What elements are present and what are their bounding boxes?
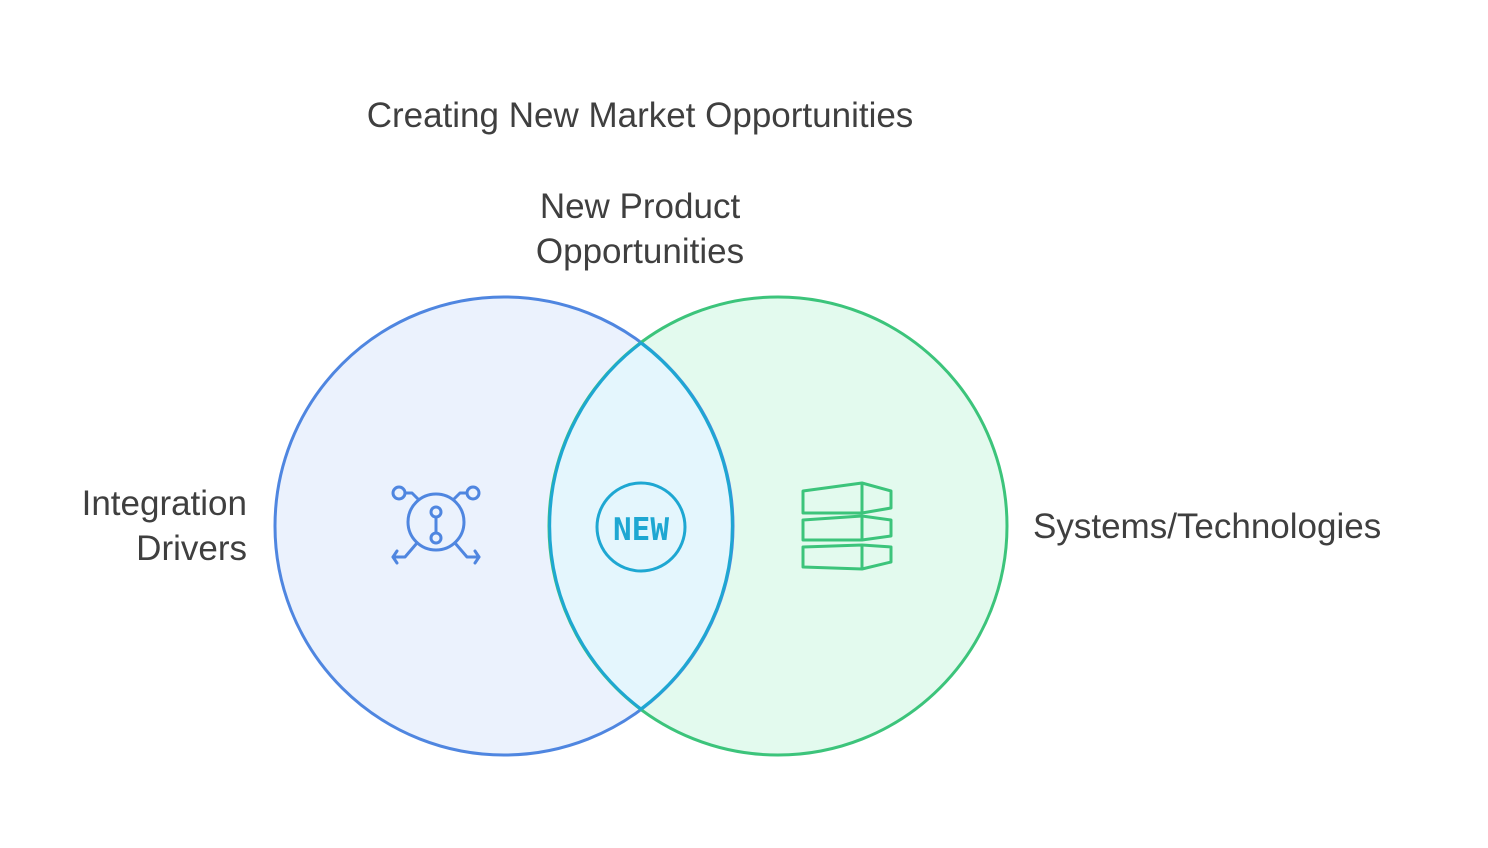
- intersection-label: New Product Opportunities: [440, 184, 840, 274]
- integration-drivers-label: Integration Drivers: [82, 481, 247, 571]
- diagram-title: Creating New Market Opportunities: [366, 96, 914, 135]
- new-badge-icon: NEW: [595, 481, 687, 573]
- intersection-label-line1: New Product: [539, 187, 741, 226]
- integration-hub-icon: [391, 485, 481, 565]
- systems-technologies-label: Systems/Technologies: [1033, 507, 1382, 546]
- integration-drivers-label-line2: Drivers: [136, 529, 247, 568]
- stacked-layers-icon: [801, 481, 893, 571]
- integration-drivers-label-line1: Integration: [81, 484, 247, 523]
- intersection-label-line2: Opportunities: [535, 232, 745, 271]
- new-badge-text: NEW: [613, 512, 669, 548]
- overlap-region: [549, 297, 733, 755]
- overlap-outline: [548, 341, 734, 711]
